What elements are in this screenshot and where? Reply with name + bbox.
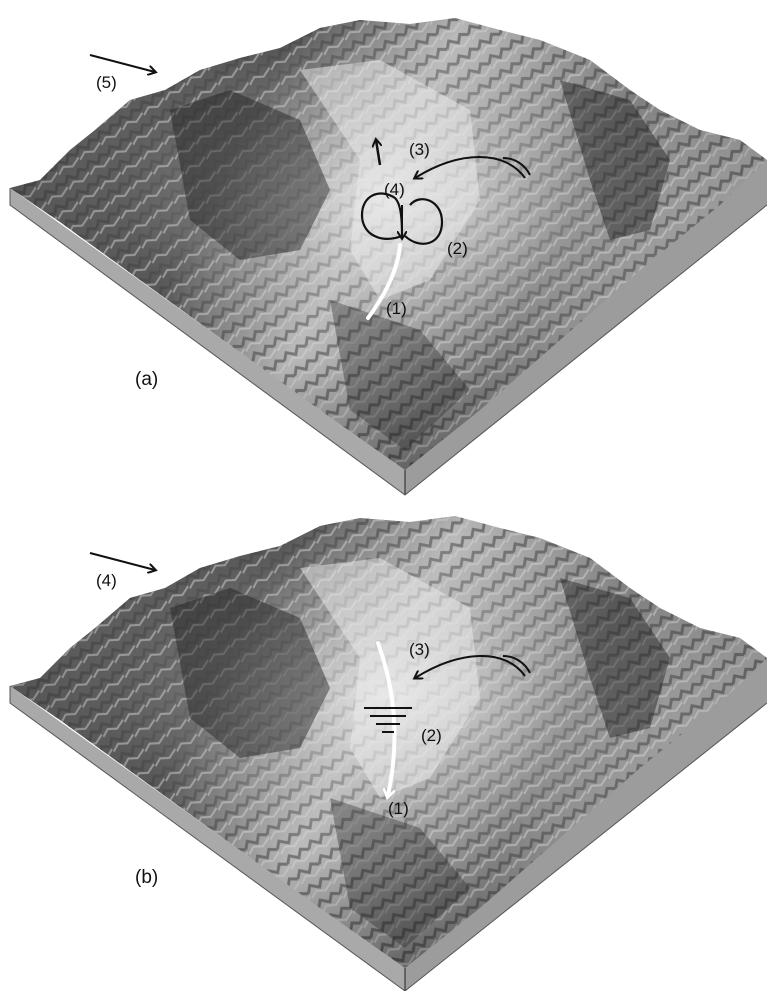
stable-layer-symbol-2-b	[364, 707, 412, 733]
label-2-b: (2)	[421, 726, 442, 745]
terrain-surface-b	[10, 516, 767, 968]
panel-caption-a: (a)	[135, 369, 158, 390]
terrain-surface-a	[10, 18, 767, 470]
downslope-flow-3-a	[415, 156, 531, 178]
terrain-base-block-a	[9, 160, 767, 496]
label-2-a: (2)	[447, 239, 468, 258]
panel-a: (5) (3) (4) (2) (1) (a)	[9, 18, 767, 496]
panel-caption-b: (b)	[135, 867, 158, 888]
upslope-arrow-4-a	[376, 140, 380, 166]
label-1-b: (1)	[388, 799, 409, 818]
label-1-a: (1)	[386, 299, 407, 318]
wind-arrow-b	[89, 552, 155, 570]
valley-flow-1-a	[366, 243, 402, 320]
recirculation-eddies-2-a	[360, 192, 444, 245]
terrain-base-block-b	[9, 658, 767, 991]
label-4-a: (4)	[384, 180, 405, 199]
label-3-b: (3)	[409, 640, 430, 659]
downslope-flow-3-b	[415, 655, 531, 678]
label-3-a: (3)	[409, 140, 430, 159]
wind-arrow-a	[89, 54, 155, 72]
label-4-b: (4)	[96, 571, 117, 590]
label-5-a: (5)	[96, 73, 117, 92]
panel-b: (4) (3) (2) (1) (b)	[9, 516, 767, 991]
